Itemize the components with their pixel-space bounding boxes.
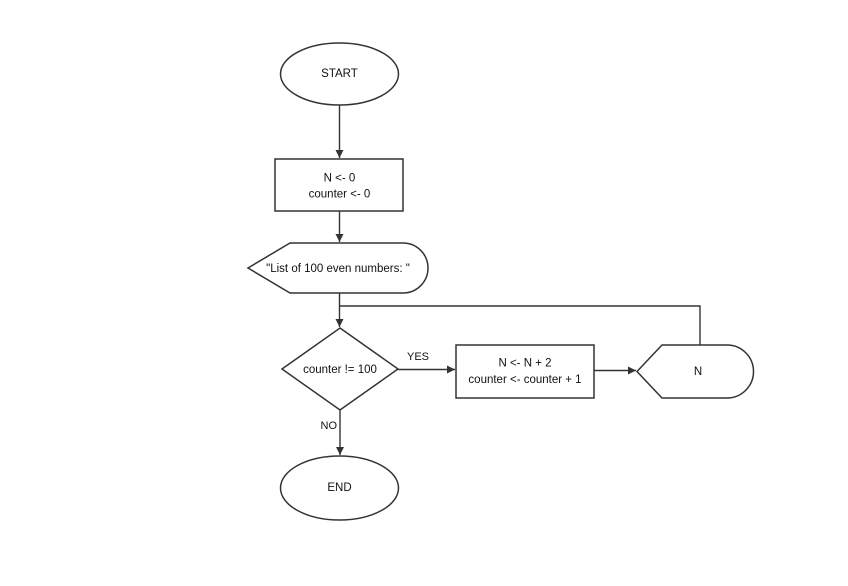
node-increment: N <- N + 2 counter <- counter + 1 bbox=[455, 344, 595, 399]
node-init: N <- 0 counter <- 0 bbox=[274, 158, 404, 212]
start-terminator-shape bbox=[279, 42, 400, 106]
decision-diamond-shape bbox=[280, 327, 400, 411]
increment-line1: N <- N + 2 bbox=[498, 358, 551, 370]
init-line2: counter <- 0 bbox=[309, 189, 371, 201]
connectors bbox=[335, 105, 701, 455]
increment-line2: counter <- counter + 1 bbox=[468, 374, 581, 386]
node-print-n: N bbox=[635, 344, 755, 399]
start-label: START bbox=[321, 68, 358, 80]
end-label: END bbox=[327, 482, 351, 494]
print-header-label: "List of 100 even numbers: " bbox=[266, 263, 410, 275]
node-print-header: "List of 100 even numbers: " bbox=[246, 242, 429, 294]
end-terminator-shape bbox=[279, 455, 400, 521]
yes-branch-label: YES bbox=[407, 351, 429, 363]
node-end: END bbox=[279, 455, 400, 521]
print-n-display-shape bbox=[635, 344, 755, 399]
loopback-line bbox=[339, 305, 701, 345]
node-start: START bbox=[279, 42, 400, 106]
init-line1: N <- 0 bbox=[324, 173, 356, 185]
print-header-display-shape bbox=[246, 242, 429, 294]
decision-label: counter != 100 bbox=[303, 364, 377, 376]
no-branch-label: NO bbox=[321, 420, 338, 432]
print-n-label: N bbox=[694, 366, 702, 378]
init-process-shape bbox=[274, 158, 404, 212]
increment-process-shape bbox=[455, 344, 595, 399]
node-decision: counter != 100 bbox=[280, 327, 400, 411]
